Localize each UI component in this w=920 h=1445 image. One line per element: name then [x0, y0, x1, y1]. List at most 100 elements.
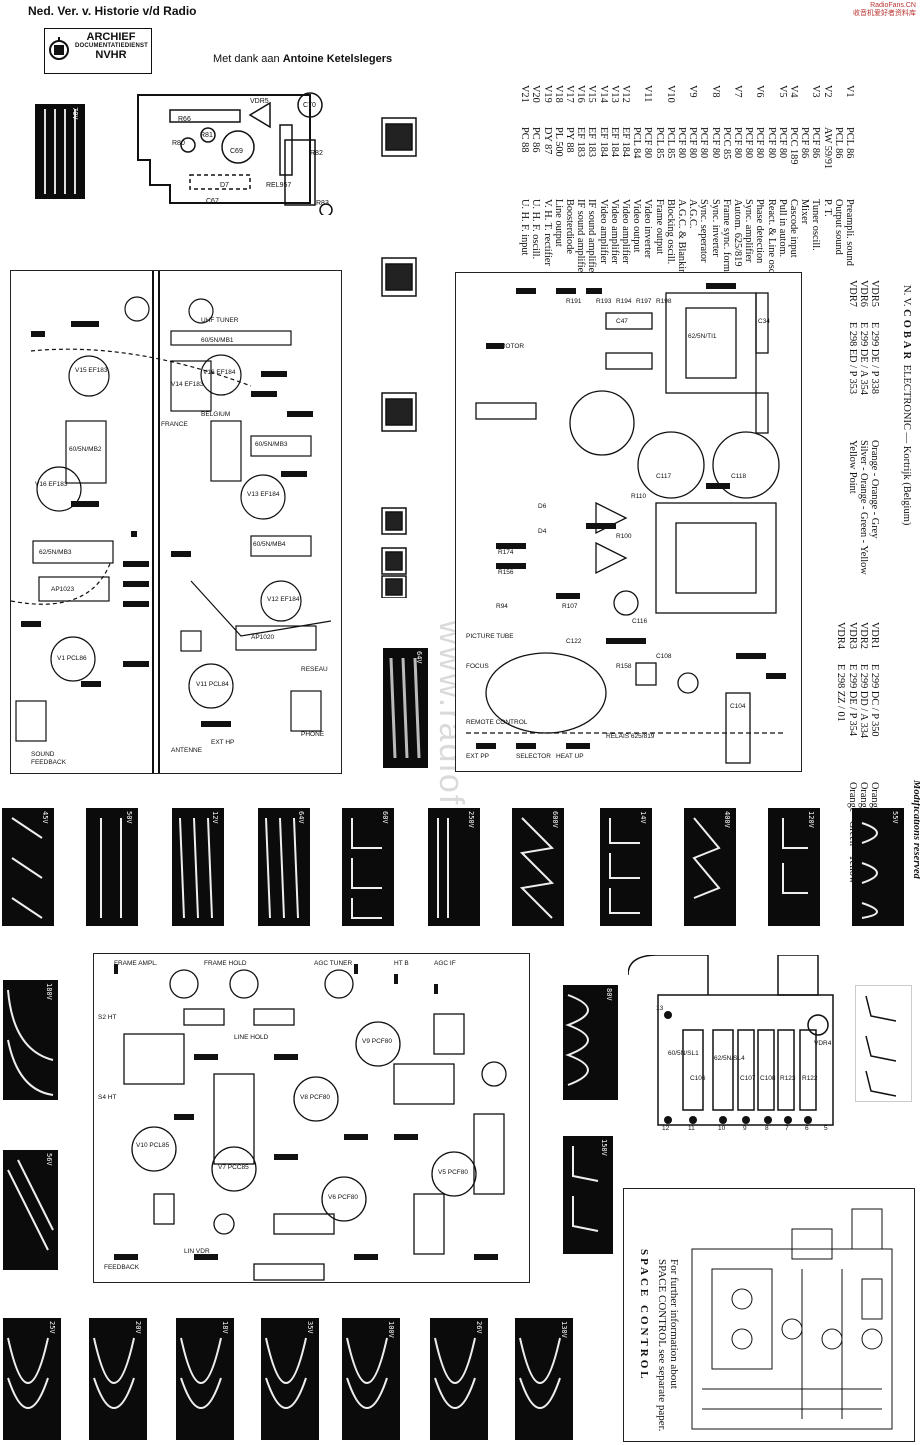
- ext-hp-label: EXT HP: [211, 739, 235, 746]
- label-r174: R174: [498, 549, 514, 556]
- tuner-assembly-labels: 60/5N/SL1 C106 62/5N/SL4 C107 C108 R123 …: [628, 955, 836, 1135]
- label-d6: D6: [538, 503, 547, 510]
- scope-waveform: [7, 1337, 49, 1409]
- pin-7: 7: [785, 1125, 789, 1132]
- scope-right-1: 80V: [563, 985, 618, 1100]
- scope-trace-line: [692, 817, 721, 899]
- tube-table-ref: V17: [563, 85, 575, 103]
- picture-tube-label: PICTURE TUBE: [466, 633, 514, 640]
- label-r198: R198: [656, 298, 672, 305]
- scope-trace-line: [7, 1337, 49, 1409]
- label-c69: C69: [230, 148, 243, 155]
- coil-60-5n-mb4: 60/5N/MB4: [253, 541, 286, 548]
- scope-trace-line: [11, 817, 43, 919]
- tube-table-tube: PCF 80: [776, 127, 788, 159]
- scope-trace-line: [265, 1337, 307, 1409]
- label-c104: C104: [730, 703, 746, 710]
- scope-trace: 25V: [3, 1318, 61, 1440]
- tube-table-func: P. T.: [821, 199, 833, 217]
- tube-table-tube: PCF 80: [754, 127, 766, 159]
- pin-10: 10: [718, 1125, 726, 1132]
- vdr-type: E 299 DD / A 334: [857, 664, 869, 739]
- scope-waveform: [7, 1159, 54, 1251]
- scope-trace-line: [100, 818, 122, 918]
- label-r80: R80: [172, 140, 185, 147]
- coil-60-5n-mb3: 60/5N/MB3: [255, 441, 288, 448]
- scope-label: 35V: [306, 1321, 314, 1334]
- tube-table-row: V3PCF 86Tuner oscill.: [810, 85, 821, 399]
- scope-waveform: [11, 817, 43, 919]
- vdr-ref: VDR6: [857, 280, 869, 307]
- scope-trace-line: [93, 1337, 135, 1409]
- site-mark-line2: 收音机爱好者资料库: [853, 10, 916, 17]
- space-control-schematic: [691, 1208, 893, 1430]
- tube-table-tube: DY 87: [541, 127, 553, 155]
- label-r194: R194: [616, 298, 632, 305]
- tube-table-ref: V16: [575, 85, 587, 103]
- vdr-ref: VDR5: [869, 280, 880, 307]
- scope-trace-top: 70V: [35, 104, 85, 199]
- scope-waveform: [519, 817, 555, 919]
- scope-label: 250V: [467, 811, 475, 828]
- if-video-board-labels: V15 EF183 V16 EF183 60/5N/MB2 V16 EF184 …: [11, 271, 341, 773]
- scope-trace: 35V: [261, 1318, 319, 1440]
- vdr-type: E 299 DE / A 354: [857, 322, 869, 395]
- scope-trace: 100V: [342, 1318, 400, 1440]
- ht-b-label: HT B: [394, 960, 409, 967]
- thanks-name: Antoine Ketelslegers: [282, 53, 393, 65]
- scope-right-white: [855, 985, 912, 1102]
- label-r193: R193: [596, 298, 612, 305]
- focus-label: FOCUS: [466, 663, 489, 670]
- scope-waveform: [351, 818, 382, 919]
- label-r94: R94: [496, 603, 508, 610]
- scope-label: 50V: [125, 811, 133, 824]
- vdr-row: VDR4E 298 ZZ / 01: [835, 622, 846, 962]
- pin-12: 12: [662, 1125, 670, 1132]
- archive-stamp: ARCHIEF DOCUMENTATIEDIENST NVHR: [44, 28, 152, 74]
- scope-waveform: [265, 817, 299, 919]
- label-vdr4: VDR4: [814, 1040, 832, 1047]
- tube-table-ref: V14: [597, 85, 609, 103]
- tube-table-tube: PCF 80: [642, 127, 654, 159]
- scope-waveform: [437, 818, 449, 918]
- label-c47: C47: [616, 318, 628, 325]
- label-r100: R100: [616, 533, 632, 540]
- tube-table-tube: PCF 80: [698, 127, 710, 159]
- scope-trace-line: [609, 818, 640, 914]
- label-r158: R158: [616, 663, 632, 670]
- label-c108: C108: [760, 1075, 776, 1082]
- scope-label: 130V: [560, 1321, 568, 1338]
- company-name: COBAR: [901, 309, 912, 363]
- label-r123: R123: [780, 1075, 796, 1082]
- tube-table-tube: AW 59/91: [821, 127, 833, 170]
- site-mark: RadioFans.CN 收音机爱好者资料库: [853, 2, 916, 18]
- pin-6: 6: [805, 1125, 809, 1132]
- tuner-assembly-diagram: 60/5N/SL1 C106 62/5N/SL4 C107 C108 R123 …: [627, 954, 836, 1135]
- scope-waveform: [565, 994, 589, 1086]
- pin-9: 9: [743, 1125, 747, 1132]
- power-deflection-board: 62/5N/TI1 C47 C34 R191 R193 R194 R197 R1…: [455, 272, 802, 772]
- tube-table-ref: V12: [619, 85, 631, 103]
- scope-trace: 400V: [684, 808, 736, 926]
- vdr-table-right: VDR5E 299 DE / P 338Orange - Orange - Gr…: [846, 280, 880, 620]
- relais-label: RELAIS 625/819: [606, 733, 655, 740]
- tube-v7: V7 PCC85: [218, 1164, 249, 1171]
- label-d4: D4: [538, 528, 547, 535]
- scope-waveform: [609, 818, 640, 914]
- scope-left-2: 56V: [3, 1150, 58, 1270]
- sync-timebase-board-drawing: [114, 964, 507, 1281]
- reseau-label: RESEAU: [301, 666, 328, 673]
- label-r191: R191: [566, 298, 582, 305]
- scope-trace-line: [437, 818, 449, 918]
- pin-11: 11: [688, 1125, 695, 1132]
- if-video-board: V15 EF183 V16 EF183 60/5N/MB2 V16 EF184 …: [10, 270, 342, 774]
- tube-table-tube: PY 88: [563, 127, 575, 153]
- vdr-ref: VDR3: [846, 622, 858, 649]
- scope-trace-line: [782, 818, 808, 894]
- vdr-type: E 299 DE / P 354: [846, 664, 858, 736]
- tube-v5: V5 PCF80: [438, 1169, 468, 1176]
- scope-label: 120V: [807, 811, 815, 828]
- tube-table-tube: PCL 85: [664, 127, 676, 159]
- scope-label: 64V: [415, 651, 423, 664]
- scope-trace-line: [351, 818, 382, 919]
